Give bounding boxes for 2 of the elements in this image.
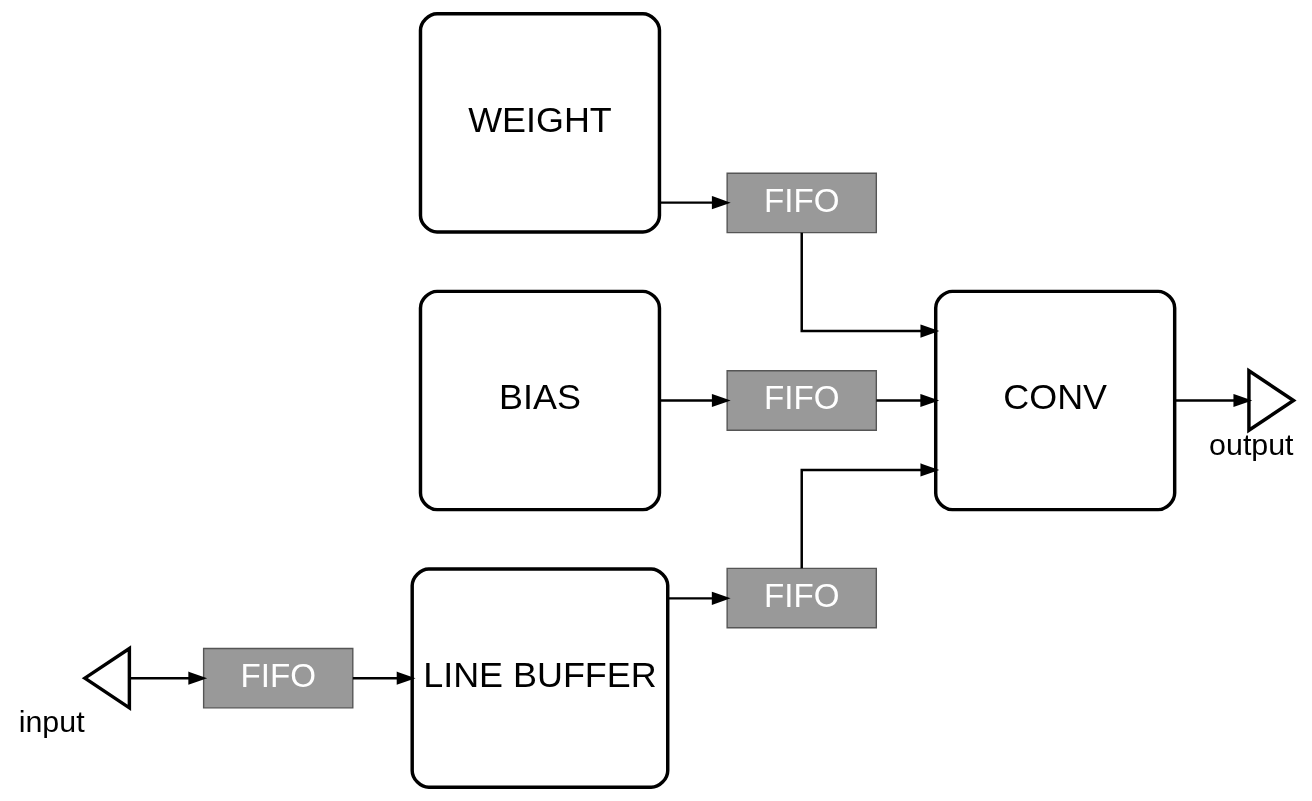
node-label: input [18,704,85,739]
node-label: output [1209,426,1294,461]
